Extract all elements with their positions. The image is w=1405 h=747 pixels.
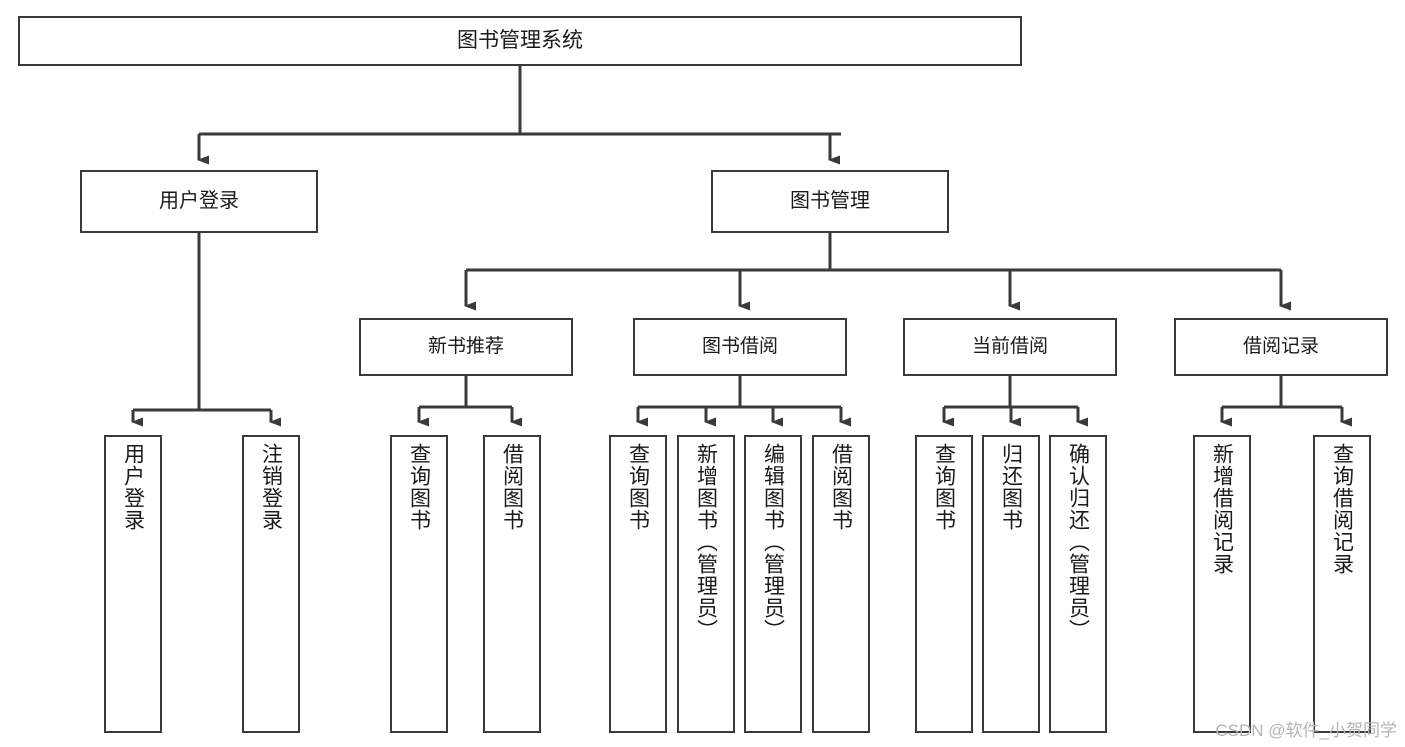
node-user-login[interactable]: 用户登录 [80,170,318,233]
node-label: 图书管理系统 [457,28,583,52]
node-book-management[interactable]: 图书管理 [711,170,949,233]
node-label: 借阅图书 [829,443,853,531]
node-leaf-query-record[interactable]: 查询借阅记录 [1313,435,1371,733]
node-label: 新增借阅记录 [1210,443,1234,575]
node-label: 查询借阅记录 [1330,443,1354,575]
node-label: 新增图书（管理员） [694,443,718,641]
node-current-borrow[interactable]: 当前借阅 [903,318,1117,376]
node-leaf-borrow-book-2[interactable]: 借阅图书 [812,435,870,733]
node-label: 当前借阅 [971,335,1048,357]
node-leaf-user-login[interactable]: 用户登录 [104,435,162,733]
node-label: 确认归还（管理员） [1066,443,1090,641]
node-leaf-return-book[interactable]: 归还图书 [982,435,1040,733]
node-label: 查询图书 [626,443,650,531]
node-leaf-query-book-3[interactable]: 查询图书 [915,435,973,733]
node-label: 用户登录 [159,189,239,212]
node-label: 编辑图书（管理员） [761,443,785,641]
node-leaf-query-book-2[interactable]: 查询图书 [609,435,667,733]
node-label: 图书管理 [790,189,870,212]
node-leaf-logout[interactable]: 注销登录 [242,435,300,733]
node-root-system[interactable]: 图书管理系统 [18,16,1022,66]
node-label: 图书借阅 [701,335,778,357]
node-label: 借阅记录 [1242,335,1319,357]
node-new-book-recommend[interactable]: 新书推荐 [359,318,573,376]
node-leaf-confirm-return[interactable]: 确认归还（管理员） [1049,435,1107,733]
node-borrow-record[interactable]: 借阅记录 [1174,318,1388,376]
node-leaf-add-record[interactable]: 新增借阅记录 [1193,435,1251,733]
node-label: 注销登录 [259,443,283,531]
node-leaf-add-book[interactable]: 新增图书（管理员） [677,435,735,733]
node-leaf-edit-book[interactable]: 编辑图书（管理员） [744,435,802,733]
node-label: 借阅图书 [500,443,524,531]
node-book-borrow[interactable]: 图书借阅 [633,318,847,376]
node-label: 归还图书 [999,443,1023,531]
node-label: 新书推荐 [427,335,504,357]
node-label: 用户登录 [121,443,145,531]
node-leaf-query-book-1[interactable]: 查询图书 [390,435,448,733]
node-leaf-borrow-book-1[interactable]: 借阅图书 [483,435,541,733]
node-label: 查询图书 [407,443,431,531]
node-label: 查询图书 [932,443,956,531]
